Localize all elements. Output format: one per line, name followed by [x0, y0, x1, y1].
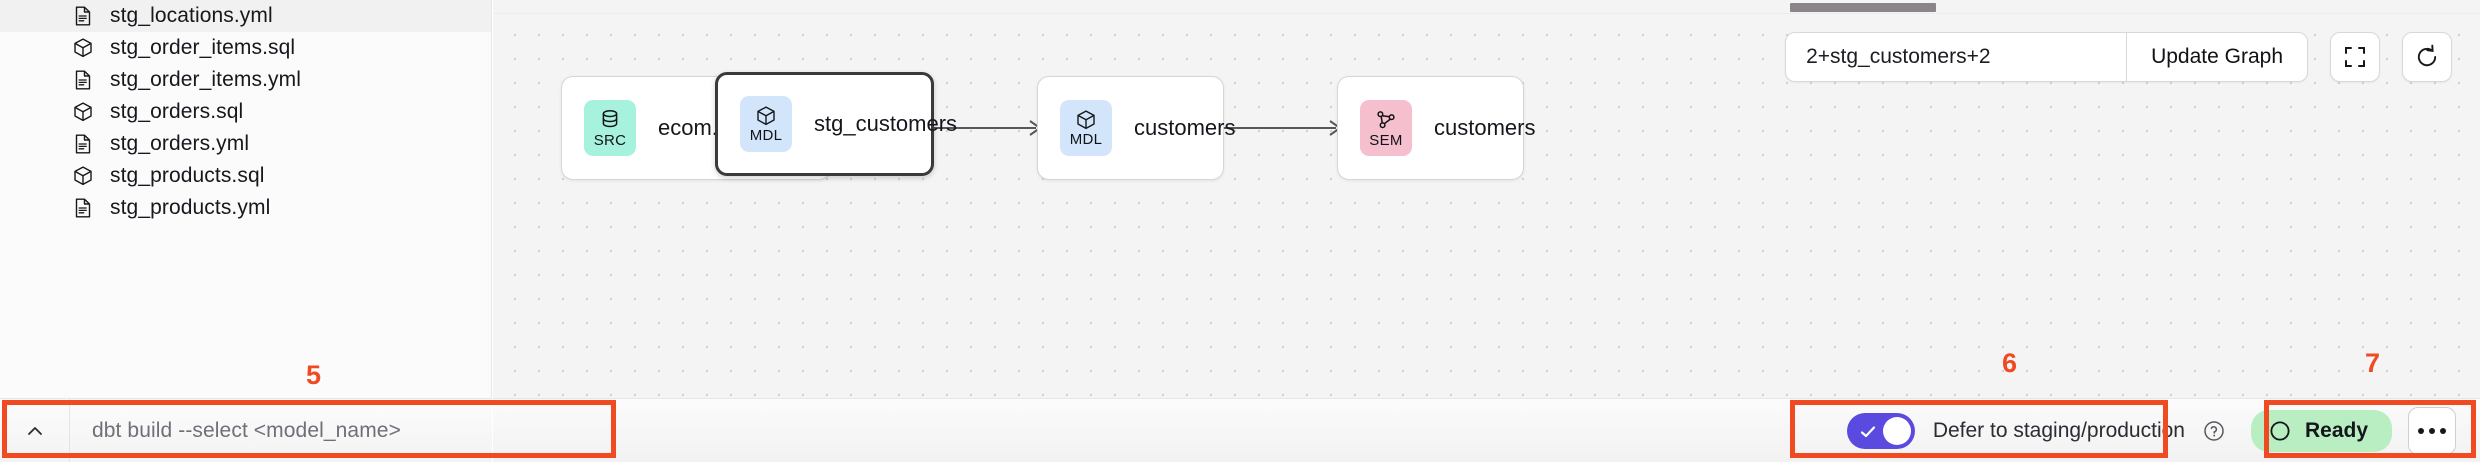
- node-label: customers: [1434, 115, 1536, 140]
- file-list-item[interactable]: stg_products.yml: [0, 192, 491, 224]
- database-icon: [598, 108, 622, 132]
- file-list-item[interactable]: stg_locations.yml: [0, 0, 491, 32]
- file-list-item[interactable]: stg_products.sql: [0, 160, 491, 192]
- status-label: Ready: [2304, 418, 2368, 442]
- question-circle-icon[interactable]: [2203, 420, 2225, 442]
- file-list-item[interactable]: stg_orders.sql: [0, 96, 491, 128]
- status-bar: Defer to staging/production Ready: [493, 398, 2480, 462]
- graph-search-group: 2+stg_customers+2 Update Graph: [1785, 32, 2308, 82]
- file-name: stg_orders.yml: [110, 132, 250, 155]
- node-type-label: MDL: [749, 127, 783, 144]
- check-icon: [1860, 425, 1875, 437]
- node-type-badge: SRC: [584, 100, 636, 156]
- defer-group: Defer to staging/production: [1846, 412, 2225, 449]
- file-explorer-sidebar: stg_locations.yml stg_order_items.sql stg_…: [0, 0, 492, 398]
- toggle-knob: [1882, 416, 1911, 445]
- annotation-number-7: 7: [2365, 348, 2381, 378]
- cube-sql-icon: [72, 37, 94, 59]
- file-yml-icon: [72, 197, 94, 219]
- graph-node[interactable]: MDL stg_customers: [715, 72, 957, 176]
- node-label: customers: [1134, 115, 1236, 140]
- file-name: stg_products.yml: [110, 196, 271, 219]
- node-type-badge: SEM: [1360, 100, 1412, 156]
- node-type-badge: MDL: [740, 96, 792, 152]
- node-type-label: SRC: [593, 132, 627, 149]
- file-yml-icon: [72, 5, 94, 27]
- annotation-number-5: 5: [306, 360, 322, 390]
- file-yml-icon: [72, 133, 94, 155]
- lineage-graph-canvas[interactable]: SRCecom.raw_customersMDLstg_customersMDL…: [493, 14, 2480, 398]
- cube-icon: [755, 105, 777, 127]
- refresh-icon[interactable]: [2402, 32, 2452, 82]
- defer-toggle[interactable]: [1846, 412, 1915, 449]
- node-label: stg_customers: [814, 111, 958, 136]
- dbt-command-input[interactable]: dbt build --select <model_name>: [92, 418, 401, 442]
- horizontal-scrollbar-thumb[interactable]: [1790, 3, 1936, 12]
- dot: [2440, 427, 2446, 434]
- command-bar[interactable]: dbt build --select <model_name>: [0, 398, 492, 462]
- file-list-item[interactable]: stg_orders.yml: [0, 128, 491, 160]
- file-yml-icon: [72, 69, 94, 91]
- graph-node[interactable]: SEM customers: [1337, 76, 1535, 180]
- file-name: stg_products.sql: [110, 164, 265, 187]
- defer-label: Defer to staging/production: [1932, 418, 2185, 442]
- file-name: stg_order_items.yml: [110, 68, 301, 91]
- cube-sql-icon: [72, 165, 94, 187]
- circle-outline-icon: [2270, 420, 2290, 441]
- annotation-number-6: 6: [2002, 348, 2018, 378]
- node-type-label: SEM: [1369, 132, 1403, 149]
- file-list-item[interactable]: stg_order_items.sql: [0, 32, 491, 64]
- update-graph-button[interactable]: Update Graph: [2126, 33, 2307, 81]
- expand-fullscreen-icon[interactable]: [2330, 32, 2380, 82]
- horizontal-scrollbar-track[interactable]: [493, 0, 2480, 14]
- cube-icon: [1075, 109, 1097, 131]
- file-name: stg_locations.yml: [110, 4, 273, 27]
- more-horizontal-icon[interactable]: [2408, 406, 2456, 455]
- dot: [2429, 427, 2435, 434]
- graph-selector-input[interactable]: 2+stg_customers+2: [1806, 45, 1991, 68]
- cube-sql-icon: [72, 101, 94, 123]
- dot: [2418, 427, 2424, 434]
- node-type-badge: MDL: [1060, 100, 1112, 156]
- file-list: stg_locations.yml stg_order_items.sql stg_…: [0, 0, 491, 224]
- status-badge[interactable]: Ready: [2250, 409, 2392, 452]
- node-type-label: MDL: [1069, 131, 1103, 148]
- graph-toolbar: 2+stg_customers+2 Update Graph: [1785, 32, 2452, 82]
- file-name: stg_order_items.sql: [110, 36, 296, 59]
- file-name: stg_orders.sql: [110, 100, 244, 123]
- file-list-item[interactable]: stg_order_items.yml: [0, 64, 491, 96]
- graph-node[interactable]: MDL customers: [1037, 76, 1235, 180]
- semantic-graph-icon: [1374, 108, 1398, 132]
- chevron-up-icon[interactable]: [0, 399, 70, 462]
- status-group: Ready: [2250, 406, 2456, 455]
